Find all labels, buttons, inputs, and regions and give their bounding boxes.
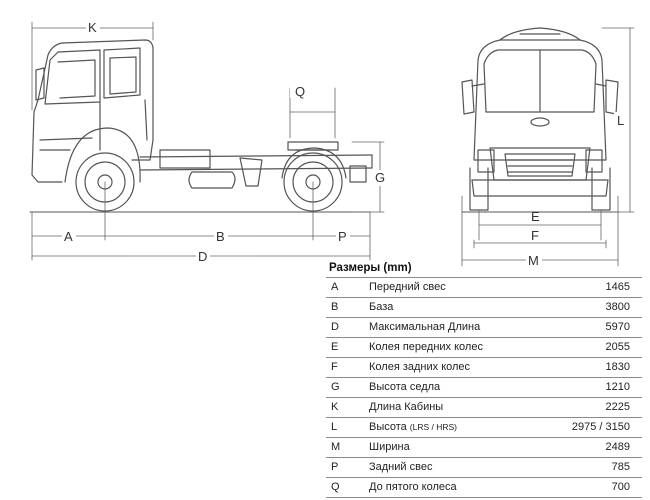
row-name: Колея задних колес (369, 358, 540, 377)
row-name-text: Колея передних колес (369, 341, 483, 353)
row-value: 1465 (605, 281, 630, 293)
row-name-text: Высота седла (369, 381, 441, 393)
row-name-note: (LRS / HRS) (409, 422, 458, 432)
table-row: D Максимальная Длина 5970 (326, 317, 642, 337)
row-name: Задний свес (369, 458, 540, 477)
row-code: E (331, 341, 339, 353)
row-name-text: Высота (369, 421, 407, 433)
row-name: Высота седла (369, 378, 540, 397)
dim-label-E: E (531, 209, 540, 224)
row-name: База (369, 298, 540, 317)
row-value: 2489 (605, 441, 630, 453)
row-name-text: Колея задних колес (369, 361, 471, 373)
row-name-text: До пятого колеса (369, 481, 457, 493)
row-name: До пятого колеса (369, 478, 540, 497)
dim-label-D: D (198, 249, 207, 264)
table-title: Размеры (mm) (329, 262, 412, 274)
dim-label-B: B (216, 229, 225, 244)
row-code: D (331, 321, 339, 333)
table-row: F Колея задних колес 1830 (326, 357, 642, 377)
table-row: A Передний свес 1465 (326, 277, 642, 297)
row-code: L (331, 421, 338, 433)
front-dimension-lines (461, 27, 635, 267)
row-value: 2975 / 3150 (571, 421, 630, 433)
dim-label-A: A (64, 229, 73, 244)
table-row: M Ширина 2489 (326, 437, 642, 457)
row-name-text: База (369, 301, 394, 313)
row-name: Ширина (369, 438, 540, 457)
dim-label-K: K (88, 20, 97, 35)
table-row: P Задний свес 785 (326, 457, 642, 477)
row-name: Колея передних колес (369, 338, 540, 357)
front-view-truck (461, 27, 619, 213)
table-row: Q До пятого колеса 700 (326, 477, 642, 498)
row-name-text: Максимальная Длина (369, 321, 481, 333)
row-code: M (331, 441, 341, 453)
side-view-truck (29, 39, 373, 213)
row-value: 785 (611, 461, 630, 473)
dim-label-F: F (531, 228, 539, 243)
table-row: K Длина Кабины 2225 (326, 397, 642, 417)
table-row: G Высота седла 1210 (326, 377, 642, 397)
row-name: Максимальная Длина (369, 318, 540, 337)
dim-label-M: M (528, 253, 539, 268)
dim-label-G: G (375, 170, 385, 185)
table-row: E Колея передних колес 2055 (326, 337, 642, 357)
row-value: 1210 (605, 381, 630, 393)
row-code: P (331, 461, 339, 473)
row-value: 2225 (605, 401, 630, 413)
row-value: 2055 (605, 341, 630, 353)
row-code: F (331, 361, 338, 373)
row-name: Передний свес (369, 278, 540, 297)
row-code: A (331, 281, 339, 293)
row-name-text: Длина Кабины (369, 401, 444, 413)
row-value: 1830 (605, 361, 630, 373)
row-code: B (331, 301, 339, 313)
row-code: K (331, 401, 339, 413)
row-value: 5970 (605, 321, 630, 333)
dim-label-L: L (617, 113, 624, 128)
row-value: 3800 (605, 301, 630, 313)
row-name-text: Задний свес (369, 461, 433, 473)
row-name: Высота(LRS / HRS) (369, 418, 540, 437)
row-code: G (331, 381, 340, 393)
dim-label-Q: Q (295, 84, 305, 99)
row-code: Q (331, 481, 340, 493)
row-name-text: Передний свес (369, 281, 446, 293)
table-row: L Высота(LRS / HRS) 2975 / 3150 (326, 417, 642, 437)
row-name-text: Ширина (369, 441, 410, 453)
dim-label-P: P (338, 229, 347, 244)
row-name: Длина Кабины (369, 398, 540, 417)
side-dimension-lines (31, 21, 385, 261)
table-row: B База 3800 (326, 297, 642, 317)
row-value: 700 (611, 481, 630, 493)
